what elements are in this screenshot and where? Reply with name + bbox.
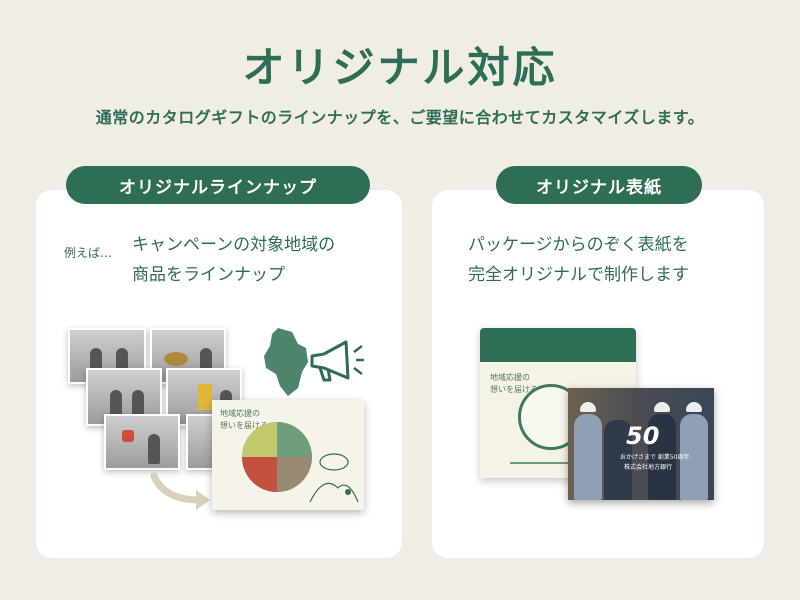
original-cover-label: オリジナル表紙: [496, 166, 702, 204]
desc-line: キャンペーンの対象地域の: [132, 235, 336, 255]
arrow-icon: [150, 472, 210, 510]
anniversary-number: 50: [626, 422, 660, 450]
person-figure: [604, 420, 632, 500]
catalog-cover: 地域応援の 想いを届ける: [212, 400, 364, 510]
person-figure: [574, 414, 602, 500]
original-lineup-label: オリジナルラインナップ: [66, 166, 370, 204]
landscape-icon: [309, 453, 359, 503]
map-icon: [264, 328, 308, 396]
original-cover-description: パッケージからのぞく表紙を 完全オリジナルで制作します: [468, 230, 689, 290]
product-photo: [104, 414, 180, 470]
helmet-icon: [580, 402, 596, 412]
megaphone-icon: [310, 340, 364, 382]
helmet-icon: [686, 402, 702, 412]
person-figure: [648, 414, 676, 500]
envelope-caption: 地域応援の 想いを届ける: [490, 373, 538, 394]
desc-line: パッケージからのぞく表紙を: [468, 235, 689, 255]
person-figure: [680, 414, 708, 500]
catalog-photo-circle: [242, 422, 312, 492]
product-photo: [186, 414, 216, 470]
anniversary-text: おかげさまで 創業50周年: [620, 454, 690, 461]
example-label: 例えば…: [64, 246, 113, 260]
desc-line: 完全オリジナルで制作します: [468, 265, 689, 285]
helmet-icon: [654, 402, 670, 412]
envelope-line: [510, 462, 606, 464]
page-title: オリジナル対応: [242, 43, 558, 92]
original-lineup-description: キャンペーンの対象地域の 商品をラインナップ: [132, 230, 335, 290]
envelope-flap: [480, 328, 636, 362]
company-name: 株式会社地方銀行: [624, 464, 673, 471]
page-subtitle: 通常のカタログギフトのラインナップを、ご要望に合わせてカスタマイズします。: [95, 108, 705, 127]
custom-cover-photo: 50 おかげさまで 創業50周年 株式会社地方銀行: [568, 388, 714, 500]
desc-line: 商品をラインナップ: [132, 265, 285, 285]
